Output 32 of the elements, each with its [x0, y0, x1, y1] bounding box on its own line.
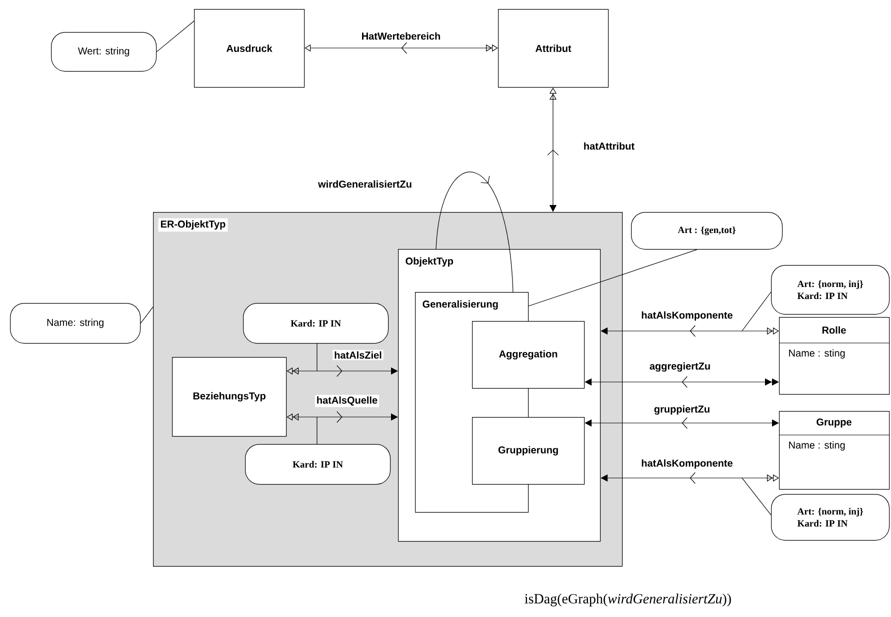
entity-box: Aggregation [472, 321, 585, 389]
leader-line [140, 306, 154, 324]
connector-arrow [584, 376, 779, 388]
class-box: Rolle Name : sting [778, 317, 890, 395]
connector-arrow [547, 88, 559, 212]
edge-label: hatAlsQuelle [314, 394, 380, 408]
leader-line [528, 249, 698, 306]
constraint-formula: isDag(eGraph(wirdGeneralisiertZu)) [524, 594, 731, 606]
leader-line [316, 343, 318, 372]
connector-arrow [600, 472, 779, 484]
edge-label: hatAlsZiel [332, 350, 384, 360]
entity-box: Ausdruck [194, 9, 305, 88]
entity-box: Attribut [498, 9, 609, 88]
entity-box: BeziehungsTyp [172, 357, 287, 437]
connector-arrow [304, 42, 498, 54]
leader-line [742, 292, 772, 332]
edge-label: hatAlsKomponente [640, 458, 734, 470]
leader-line [156, 20, 194, 52]
connector-arrow [286, 365, 398, 377]
leader-line [316, 416, 318, 444]
connector-arrow [600, 325, 779, 337]
entity-box: Gruppierung [472, 417, 585, 485]
edge-label: aggregiertZu [648, 360, 712, 374]
edge-label: gruppiertZu [652, 404, 712, 416]
edge-label: hatAlsKomponente [640, 310, 734, 322]
connector-arrow [584, 417, 779, 429]
edge-label: HatWertebereich [360, 30, 442, 42]
leader-line [742, 478, 772, 516]
class-box: Gruppe Name : sting [778, 411, 890, 490]
connector-arrow [286, 411, 398, 423]
edge-label: hatAttribut [582, 140, 636, 152]
edge-label: wirdGeneralisiertZu [316, 178, 414, 190]
